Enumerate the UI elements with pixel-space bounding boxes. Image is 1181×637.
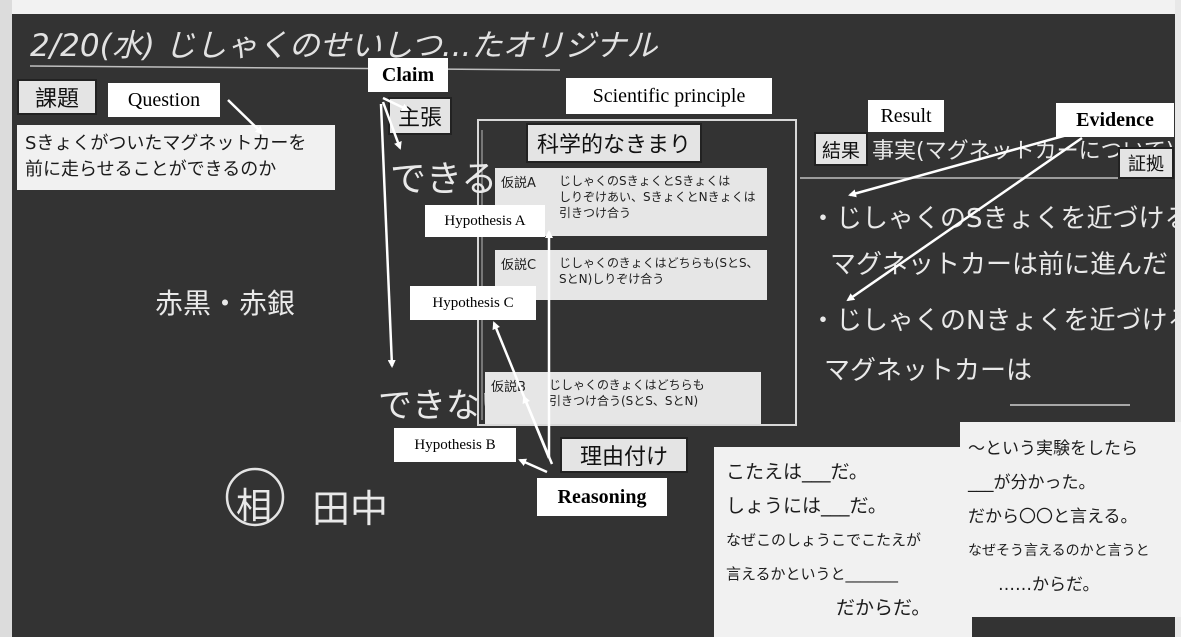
hypothesis-a-text: じしゃくのSきょくとSきょくは しりぞけあい、SきょくとNきょくは 引きつけ合う — [559, 174, 756, 220]
template-line: だから〇〇と言える。 — [968, 507, 1138, 527]
template-line: だからだ。 — [836, 597, 931, 619]
task-card: Sきょくがついたマグネットカーを 前に走らせることができるのか — [17, 125, 335, 190]
hypothesis-c-annotation: Hypothesis C — [410, 286, 536, 320]
result-line: ・じしゃくのSきょくを近づけると — [810, 204, 1181, 234]
result-annotation: Result — [868, 100, 944, 132]
template-line: なぜそう言えるのかと言うと — [968, 543, 1150, 559]
hypothesis-c-card: 仮説C じしゃくのきょくはどちらも(SとS、 SとN)しりぞけ合う — [495, 250, 767, 300]
principle-label: 科学的なきまり — [526, 123, 702, 163]
board-frame-left — [0, 0, 12, 637]
task-line: 前に走らせることができるのか — [25, 159, 277, 180]
template-line: こたえは___だ。 — [726, 461, 868, 483]
hypothesis-b-label: 仮説B — [491, 380, 526, 395]
names-text: 田中 — [312, 487, 389, 531]
board-frame-right — [1175, 0, 1181, 637]
template-line: しょうには___だ。 — [726, 495, 887, 517]
hypothesis-a-card: 仮説A じしゃくのSきょくとSきょくは しりぞけあい、SきょくとNきょくは 引き… — [495, 168, 767, 236]
claim-label: 主張 — [388, 97, 452, 135]
result-line: マグネットカーは前に進んだ — [830, 250, 1169, 280]
hypothesis-a-label: 仮説A — [501, 176, 536, 191]
board-frame-top — [0, 0, 1181, 14]
hypothesis-b-text: じしゃくのきょくはどちらも 引きつけ合う(SとS、SとN) — [549, 378, 705, 408]
hypothesis-c-label: 仮説C — [501, 258, 537, 273]
date-title: 2/20(水) じしゃくのせいしつ...たオリジナル — [30, 28, 658, 64]
claim-can: できる — [390, 159, 498, 200]
result-line: ・じしゃくのNきょくを近づけると — [810, 306, 1181, 336]
reasoning-label: 理由付け — [560, 437, 688, 473]
hypothesis-b-annotation: Hypothesis B — [394, 428, 516, 462]
result-label: 結果 — [814, 132, 868, 166]
evidence-annotation: Evidence — [1056, 103, 1174, 137]
template-line: ___が分かった。 — [968, 473, 1096, 493]
task-line: Sきょくがついたマグネットカーを — [25, 133, 307, 154]
claim-annotation: Claim — [368, 58, 448, 92]
task-label: 課題 — [17, 79, 97, 115]
reasoning-annotation: Reasoning — [537, 478, 667, 516]
answer-template-paper: こたえは___だ。 しょうには___だ。 なぜこのしょうこでこたえが 言えるかと… — [714, 447, 972, 637]
result-line: マグネットカーは — [824, 356, 1033, 386]
colors-text: 赤黒・赤銀 — [155, 287, 296, 320]
hypothesis-c-text: じしゃくのきょくはどちらも(SとS、 SとN)しりぞけ合う — [559, 256, 759, 286]
evidence-label: 証拠 — [1118, 147, 1174, 179]
hypothesis-a-annotation: Hypothesis A — [425, 205, 545, 237]
template-line: 言えるかというと_______ — [726, 565, 899, 583]
template-line: なぜこのしょうこでこたえが — [726, 531, 922, 549]
template-line: ……からだ。 — [998, 575, 1100, 595]
experiment-template-paper: 〜という実験をしたら ___が分かった。 だから〇〇と言える。 なぜそう言えるの… — [960, 422, 1181, 617]
scientific-principle-annotation: Scientific principle — [566, 78, 772, 114]
names-circle: 相 — [236, 486, 273, 527]
question-annotation: Question — [108, 83, 220, 117]
template-line: 〜という実験をしたら — [968, 439, 1138, 459]
